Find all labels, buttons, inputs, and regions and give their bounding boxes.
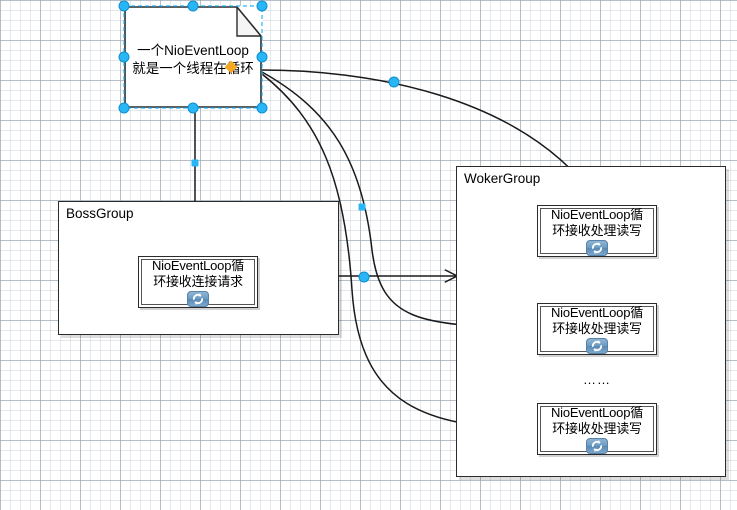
nioeventloop-note-shape[interactable]: 一个NioEventLoop 就是一个线程在循环 <box>124 6 262 108</box>
resize-handle-top-center[interactable] <box>187 0 199 12</box>
resize-handle-middle-right[interactable] <box>256 51 268 63</box>
resize-handle-top-right[interactable] <box>256 0 268 12</box>
wokergroup-node-3-line2: 环接收处理读写 <box>552 421 642 436</box>
wokergroup-node-2-line2: 环接收处理读写 <box>552 321 642 336</box>
wokergroup-nioeventloop-node-2[interactable]: NioEventLoop循 环接收处理读写 <box>537 303 657 355</box>
resize-handle-bottom-center[interactable] <box>187 102 199 114</box>
wokergroup-nioeventloop-node-3[interactable]: NioEventLoop循 环接收处理读写 <box>537 403 657 455</box>
edge-midpoint-handle-curve-1[interactable] <box>388 76 400 88</box>
edge-note-to-woker-3[interactable] <box>261 73 530 430</box>
bossgroup-node-line2: 环接收连接请求 <box>153 274 243 289</box>
selection-bounds <box>123 5 263 109</box>
bossgroup-node-line1: NioEventLoop循 <box>151 258 245 273</box>
note-line1: 一个NioEventLoop <box>137 43 249 58</box>
edge-midpoint-handle-curve-2[interactable] <box>358 203 366 211</box>
loop-refresh-icon <box>586 240 608 256</box>
note-fold-corner <box>236 7 261 37</box>
edge-midpoint-handle-vertical[interactable] <box>191 159 199 167</box>
resize-handle-middle-left[interactable] <box>118 51 130 63</box>
wokergroup-node-3-line1: NioEventLoop循 <box>550 405 644 420</box>
loop-refresh-icon <box>586 338 608 354</box>
loop-refresh-icon <box>187 291 209 307</box>
wokergroup-title: WokerGroup <box>464 171 541 186</box>
bossgroup-title: BossGroup <box>66 206 134 221</box>
wokergroup-node-1-line1: NioEventLoop循 <box>550 207 644 222</box>
bossgroup-nioeventloop-node[interactable]: NioEventLoop循 环接收连接请求 <box>138 256 258 308</box>
wokergroup-node-2-line1: NioEventLoop循 <box>550 305 644 320</box>
edge-midpoint-handle-curve-3[interactable] <box>358 271 370 283</box>
resize-handle-bottom-left[interactable] <box>118 102 130 114</box>
loop-refresh-icon <box>586 438 608 454</box>
edge-note-to-woker-2[interactable] <box>261 71 530 328</box>
resize-handle-top-left[interactable] <box>118 0 130 12</box>
resize-handle-bottom-right[interactable] <box>256 102 268 114</box>
wokergroup-node-1-line2: 环接收处理读写 <box>552 223 642 238</box>
edge-note-to-woker-1[interactable] <box>261 69 597 200</box>
note-shape-outline <box>124 6 262 108</box>
wokergroup-ellipsis: …… <box>583 372 611 387</box>
note-line2: 就是一个线程在循环 <box>132 61 254 76</box>
